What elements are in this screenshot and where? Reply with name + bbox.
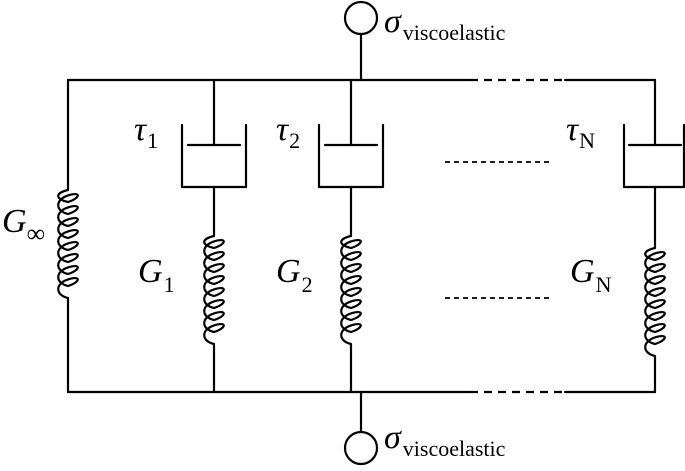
bottom-stress-label: σviscoelastic — [384, 419, 506, 461]
g-n-label: GN — [570, 253, 612, 297]
bottom-terminal: σviscoelastic — [343, 390, 506, 466]
spring-2-coil — [340, 234, 362, 346]
spring-n-coil — [644, 246, 666, 358]
top-terminal: σviscoelastic — [343, 0, 506, 82]
bottom-terminal-node — [343, 430, 379, 466]
maxwell-branch-1: τ1 G1 — [134, 78, 248, 394]
tau-1-label: τ1 — [134, 111, 158, 153]
g-1-label: G1 — [138, 253, 175, 297]
maxwell-branch-2: τ2 G2 — [276, 78, 385, 394]
spring-inf-branch: G∞ — [2, 78, 79, 394]
top-terminal-node — [343, 0, 379, 36]
spring-inf-coil — [57, 188, 79, 300]
tau-2-label: τ2 — [276, 111, 300, 153]
spring-1-coil — [203, 234, 225, 346]
spring-inf-label: G∞ — [2, 203, 45, 248]
g-2-label: G2 — [276, 253, 313, 297]
top-stress-label: σviscoelastic — [384, 3, 506, 45]
maxwell-branch-n: τN GN — [566, 78, 685, 394]
tau-n-label: τN — [566, 111, 595, 153]
